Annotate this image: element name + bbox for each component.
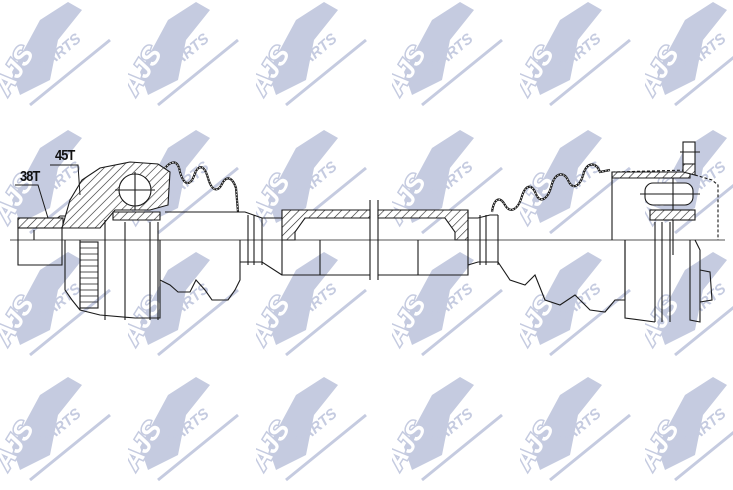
outer-spline-label: 45T bbox=[55, 147, 75, 164]
inner-spline-label: 38T bbox=[20, 168, 40, 185]
